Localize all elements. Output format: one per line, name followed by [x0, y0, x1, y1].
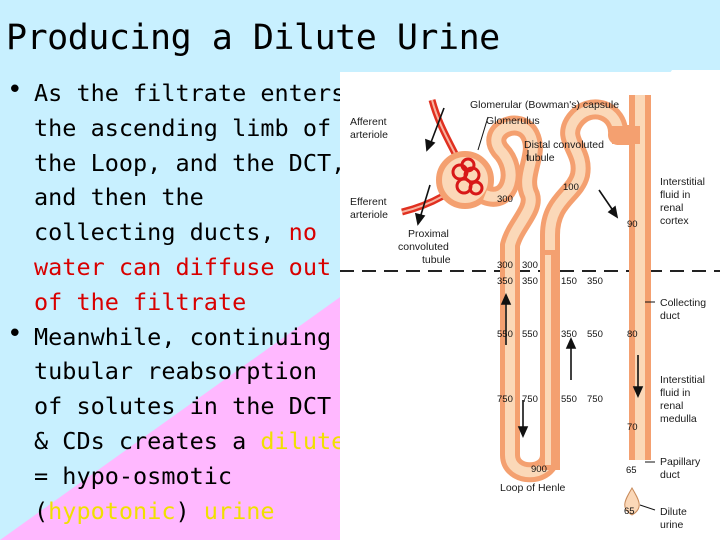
label-efferent-2: arteriole [350, 209, 388, 221]
value-mid-asc: 350 [561, 329, 577, 340]
value-cd-mid: 80 [627, 329, 638, 340]
label-proximal: Proximal [408, 228, 449, 240]
label-medulla-2: fluid in [660, 387, 691, 399]
label-dilute-urine-2: urine [660, 519, 684, 531]
label-proximal-3: tubule [422, 254, 451, 266]
label-papillary: Papillary [660, 456, 701, 468]
value-cortex-asc: 300 [522, 260, 538, 271]
value-mid-desc-2: 550 [522, 329, 538, 340]
label-dilute-urine: Dilute [660, 506, 687, 518]
value-deep-asc: 550 [561, 394, 577, 405]
highlight-text: no water can diffuse out of the filtrate [34, 218, 332, 316]
value-deep-asc-2: 750 [587, 394, 603, 405]
label-papillary-2: duct [660, 469, 680, 481]
label-proximal-2: convoluted [398, 241, 449, 253]
label-loop: Loop of Henle [500, 482, 566, 494]
value-pct: 300 [497, 194, 513, 205]
value-urine: 65 [624, 506, 635, 517]
label-collecting-2: duct [660, 310, 680, 322]
value-mid-desc: 550 [497, 329, 513, 340]
label-medulla-3: renal [660, 400, 683, 412]
bullet-dot: • [7, 318, 23, 349]
glomerulus [451, 157, 484, 196]
value-cortex-desc: 300 [497, 260, 513, 271]
value-outer-desc: 350 [497, 276, 513, 287]
slide-title: Producing a Dilute Urine [6, 18, 500, 58]
flow-arrows [414, 107, 644, 438]
label-capsule: Glomerular (Bowman's) capsule [470, 99, 619, 111]
value-dct: 100 [563, 182, 579, 193]
label-distal: Distal convoluted [524, 139, 604, 151]
value-loop-bottom: 900 [531, 464, 547, 475]
bullet-item-1: • As the filtrate enters the ascending l… [0, 75, 350, 320]
value-deep-desc-2: 750 [522, 394, 538, 405]
label-glomerulus: Glomerulus [486, 115, 540, 127]
label-cortex-4: cortex [660, 215, 689, 227]
label-medulla-4: medulla [660, 413, 697, 425]
label-efferent: Efferent [350, 196, 387, 208]
label-cortex-2: fluid in [660, 189, 691, 201]
label-afferent-2: arteriole [350, 129, 388, 141]
urine-word: urine [203, 496, 275, 525]
label-cortex: Interstitial [660, 176, 705, 188]
label-cortex-3: renal [660, 202, 683, 214]
value-outer-asc: 150 [561, 276, 577, 287]
label-medulla: Interstitial [660, 374, 705, 386]
value-mid-asc-2: 550 [587, 329, 603, 340]
value-deep-desc: 750 [497, 394, 513, 405]
bullet-text: Meanwhile, continuing tubular reabsorpti… [34, 322, 332, 455]
bullet-dot: • [7, 75, 23, 105]
value-cd-cortex: 90 [627, 219, 638, 230]
bullet-item-2: • Meanwhile, continuing tubular reabsorp… [0, 318, 350, 529]
dilute-word: dilute [260, 426, 346, 455]
label-afferent: Afferent [350, 116, 387, 128]
bullet-text: As the filtrate enters the ascending lim… [34, 79, 346, 247]
value-cd-deep: 70 [627, 422, 638, 433]
bullet-list: • As the filtrate enters the ascending l… [0, 75, 350, 529]
bullet-text: ) [175, 496, 204, 525]
value-papillary: 65 [626, 465, 637, 476]
label-collecting: Collecting [660, 297, 706, 309]
bullet-text: = hypo-osmotic ( [34, 461, 233, 525]
hypotonic-word: hypotonic [48, 496, 176, 525]
leader-lines [477, 116, 656, 511]
value-outer-desc-2: 350 [522, 276, 538, 287]
label-distal-2: tubule [526, 152, 555, 164]
nephron-diagram: Glomerular (Bowman's) capsule Glomerulus… [340, 72, 720, 540]
value-outer-asc-2: 350 [587, 276, 603, 287]
urine-drop [624, 487, 640, 516]
